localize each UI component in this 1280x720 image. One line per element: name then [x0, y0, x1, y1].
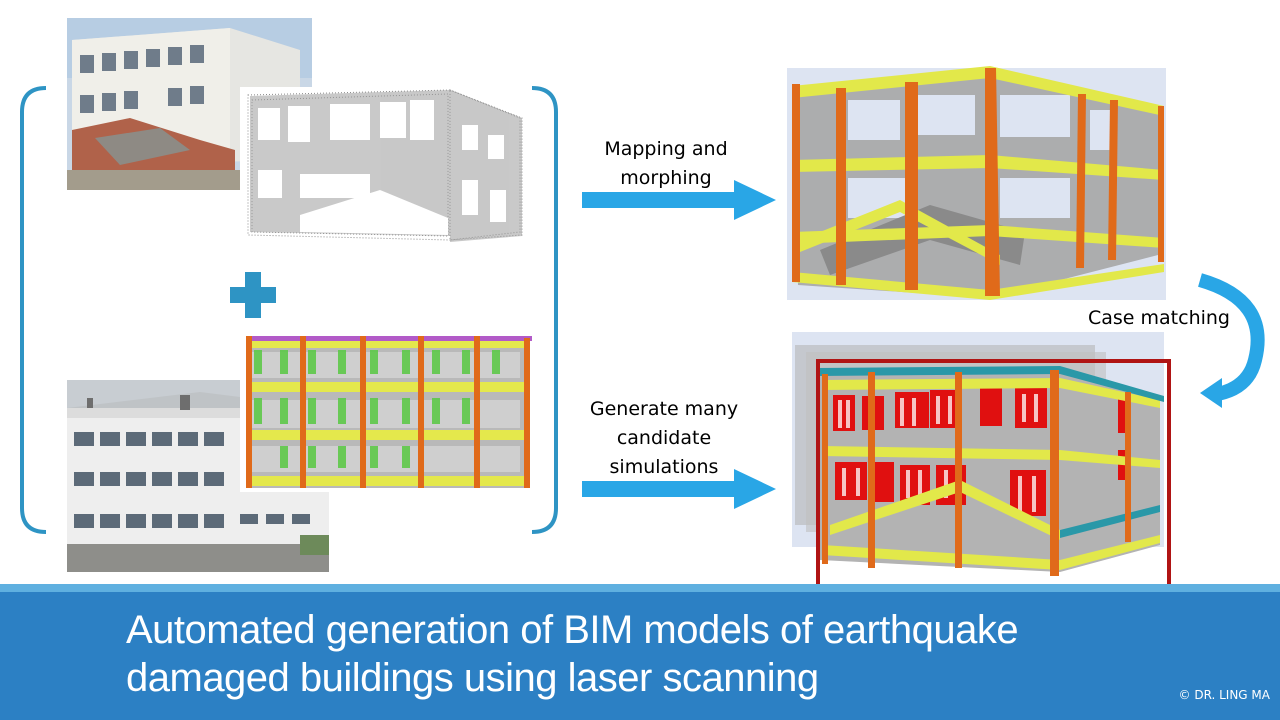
mapping-label-line1: Mapping and: [604, 138, 728, 160]
slide-title-line2: damaged buildings using laser scanning: [126, 656, 819, 700]
plus-icon: [230, 272, 276, 318]
case-matching-arrow: [1197, 273, 1265, 408]
bim-model-intact: [240, 328, 538, 492]
simulation-arrow: [582, 469, 776, 509]
title-banner: [0, 592, 1280, 720]
bracket-diagram: [20, 18, 1265, 591]
mapping-label: Mapping and morphing: [586, 135, 746, 193]
bim-model-morphed: [787, 66, 1166, 300]
copyright-notice: © DR. LING MA: [1178, 688, 1270, 702]
mapping-arrow: [582, 180, 776, 220]
point-cloud-image: [240, 87, 530, 247]
right-bracket: [531, 86, 558, 534]
banner-accent-strip: [0, 584, 1280, 592]
left-bracket: [20, 86, 47, 534]
simulation-label-line1: Generate many: [589, 398, 739, 420]
case-matching-label: Case matching: [1087, 307, 1230, 329]
simulation-label-line2: candidate: [616, 427, 712, 449]
simulation-label: Generate many candidate simulations: [576, 395, 752, 482]
slide-title: Automated generation of BIM models of ea…: [126, 606, 1176, 702]
mapping-label-line2: morphing: [620, 167, 712, 189]
candidate-simulations: [792, 332, 1171, 591]
slide-title-line1: Automated generation of BIM models of ea…: [126, 608, 1019, 652]
simulation-label-line3: simulations: [609, 456, 719, 478]
